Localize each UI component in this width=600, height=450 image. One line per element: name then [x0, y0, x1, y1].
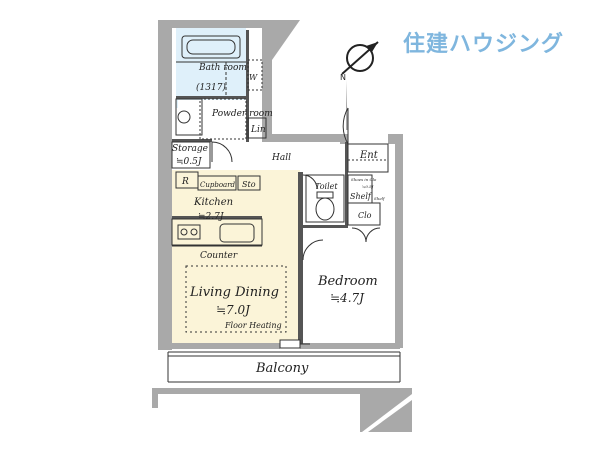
kitchen-floor [170, 170, 300, 270]
bedroom-floor [303, 228, 395, 344]
linen-label: Lin [250, 125, 266, 135]
bath-size: (1317) [196, 82, 226, 93]
compass-icon: N [340, 41, 379, 82]
bedroom-size: ≒4.7J [330, 291, 365, 305]
bath-label: Bath room [198, 63, 247, 73]
shoes-closet-label: Shoes in Clo [351, 177, 377, 182]
living-dining-size: ≒7.0J [216, 303, 251, 317]
refrigerator-label: R [181, 177, 189, 187]
kitchen-size: ≒2.7J [198, 212, 225, 222]
hall-floor [210, 140, 345, 175]
shoes-closet-size: ≒0.5J [362, 184, 374, 189]
kitchen-label: Kitchen [193, 197, 233, 208]
living-floor [170, 262, 300, 344]
living-dining-label: Living Dining [189, 285, 279, 300]
toilet-label: Toilet [315, 182, 338, 191]
washer-label: W [249, 73, 258, 82]
shelf-note: Shelf [374, 196, 386, 201]
bedroom-label: Bedroom [317, 274, 378, 289]
entrance-label: Ent [359, 150, 379, 161]
storage-size: ≒0.5J [176, 157, 203, 167]
outer-walls [158, 20, 403, 350]
sto-label: Sto [242, 180, 256, 189]
fixtures [167, 35, 401, 383]
storage-label: Storage [172, 144, 208, 154]
counter-label: Counter [200, 251, 238, 261]
shelf-label: Shelf [350, 192, 373, 201]
floor-heating-label: Floor Heating [224, 321, 282, 330]
cupboard-label: Cupboard [200, 181, 236, 189]
hall-label: Hall [271, 153, 291, 163]
compass-north-label: N [340, 73, 346, 82]
balcony-label: Balcony [255, 361, 309, 376]
closet-label: Clo [358, 211, 372, 220]
balcony-structure [152, 388, 412, 432]
powder-label: Powder room [211, 109, 273, 119]
bath-floor [176, 28, 246, 108]
brand-logo-text: 住建ハウジング [403, 32, 565, 57]
